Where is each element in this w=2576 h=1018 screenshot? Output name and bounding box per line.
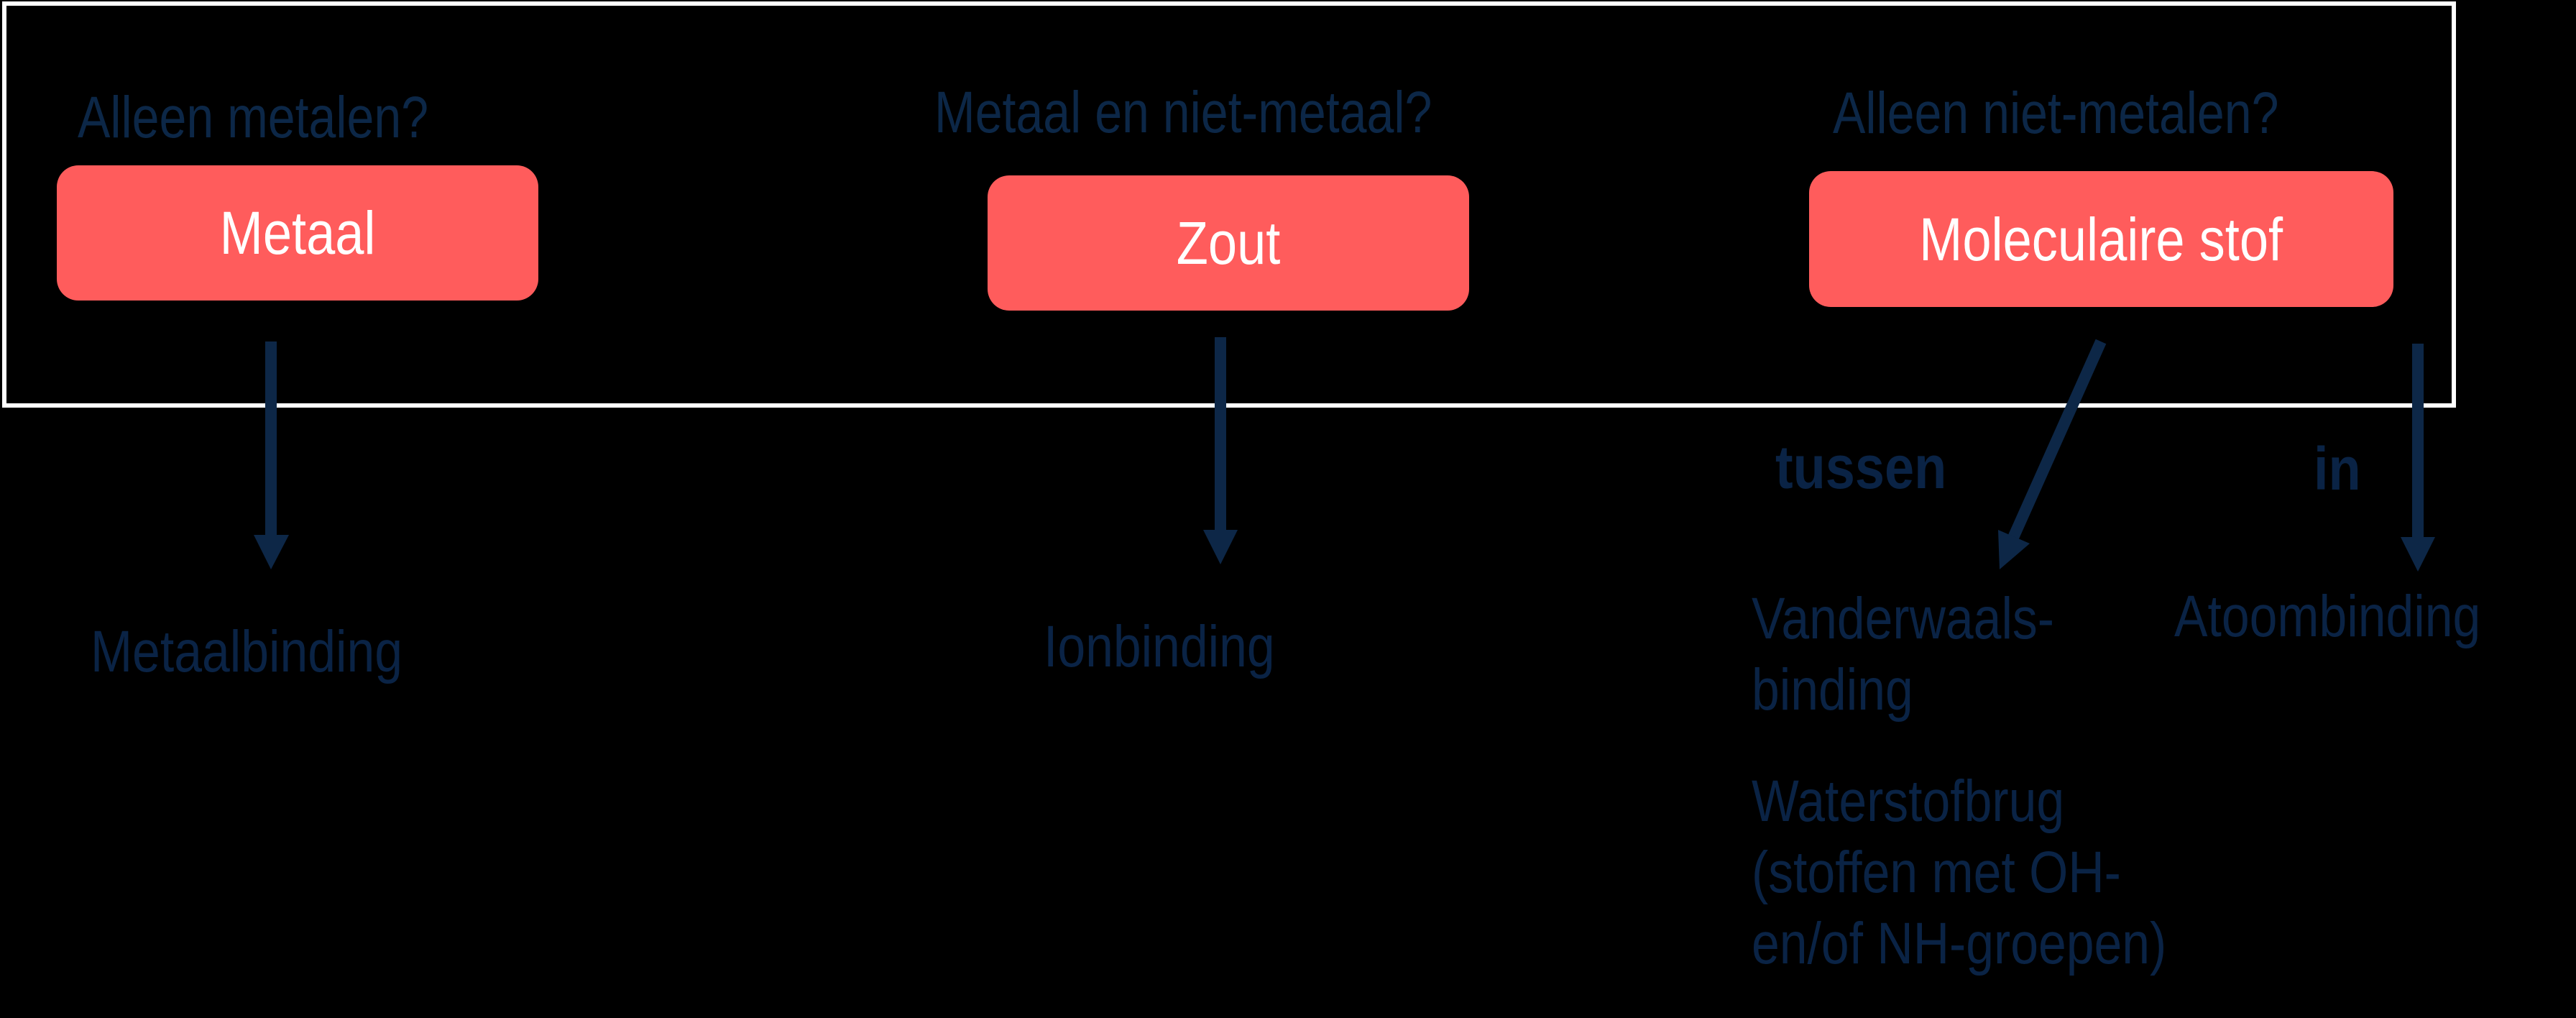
- substance-box-zout: Zout: [988, 175, 1469, 311]
- bond-vanderwaalsbinding: Vanderwaals- binding: [1752, 583, 2054, 725]
- arrow-zout-to-ionbinding: [1203, 337, 1238, 564]
- question-frame: [2, 1, 2456, 408]
- arrow-metaal-to-metaalbinding: [254, 341, 289, 569]
- substance-label-moleculaire-stof: Moleculaire stof: [1919, 205, 2283, 273]
- substance-label-zout: Zout: [1176, 209, 1281, 277]
- bond-metaalbinding: Metaalbinding: [91, 619, 402, 684]
- substance-label-metaal: Metaal: [219, 199, 376, 267]
- question-metals-only: Alleen metalen?: [78, 85, 429, 150]
- question-metal-and-nonmetal: Metaal en niet-metaal?: [934, 80, 1432, 145]
- bond-vanderwaals-line-2: binding: [1752, 657, 1913, 723]
- bond-atoombinding: Atoombinding: [2174, 584, 2481, 649]
- substance-box-moleculaire-stof: Moleculaire stof: [1809, 171, 2393, 307]
- question-nonmetals-only: Alleen niet-metalen?: [1833, 81, 2279, 146]
- bond-waterstofbrug-line-1: Waterstofbrug: [1752, 769, 2065, 834]
- bond-waterstofbrug: Waterstofbrug (stoffen met OH- en/of NH-…: [1752, 766, 2166, 979]
- relation-label-tussen: tussen: [1775, 434, 1947, 501]
- bond-waterstofbrug-line-2: (stoffen met OH-: [1752, 840, 2121, 905]
- arrow-moleculaire-in: [2401, 344, 2435, 572]
- arrow-moleculaire-tussen: [1998, 339, 2107, 569]
- bond-ionbinding: Ionbinding: [1044, 614, 1275, 679]
- substance-box-metaal: Metaal: [57, 165, 538, 301]
- relation-label-in: in: [2314, 435, 2361, 503]
- bond-vanderwaals-line-1: Vanderwaals-: [1752, 586, 2055, 651]
- bond-waterstofbrug-line-3: en/of NH-groepen): [1752, 911, 2167, 976]
